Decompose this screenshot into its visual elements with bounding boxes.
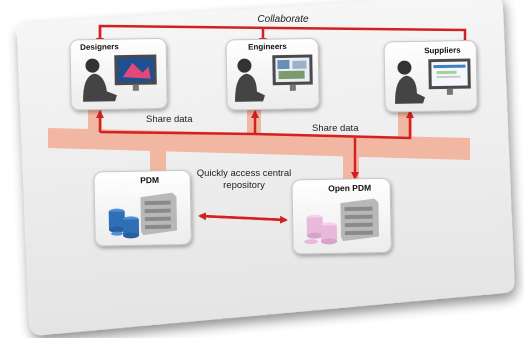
engineer-person-icon <box>235 58 265 102</box>
access-label-line1: Quickly access central <box>197 168 292 179</box>
pdm-label: PDM <box>140 175 159 185</box>
access-label-line2: repository <box>223 180 265 191</box>
supplier-person-icon <box>395 60 425 104</box>
blue-database-icon <box>108 208 140 239</box>
collaborate-label: Collaborate <box>257 14 309 25</box>
designers-label: Designers <box>80 42 119 52</box>
open-pdm-server-icon <box>340 198 379 242</box>
engineers-label: Engineers <box>248 42 287 52</box>
cad-monitor-icon <box>114 54 157 91</box>
pdm-server-icon <box>140 192 178 236</box>
pdm-card: PDM <box>93 169 192 247</box>
open-pdm-card: Open PDM <box>291 177 392 255</box>
suppliers-label: Suppliers <box>424 46 461 56</box>
engineers-card: Engineers <box>225 38 320 111</box>
share-data-label-left: Share data <box>146 114 193 125</box>
pink-database-icon <box>304 214 338 245</box>
sync-double-arrow <box>198 212 288 224</box>
open-pdm-label: Open PDM <box>328 183 371 194</box>
spreadsheet-monitor-icon <box>428 58 471 95</box>
designers-card: Designers <box>69 37 168 111</box>
suppliers-card: Suppliers <box>383 40 478 113</box>
share-data-label-right: Share data <box>312 123 359 134</box>
share-data-arrows <box>96 110 414 180</box>
designer-person-icon <box>83 58 117 102</box>
drawing-monitor-icon <box>272 54 313 91</box>
